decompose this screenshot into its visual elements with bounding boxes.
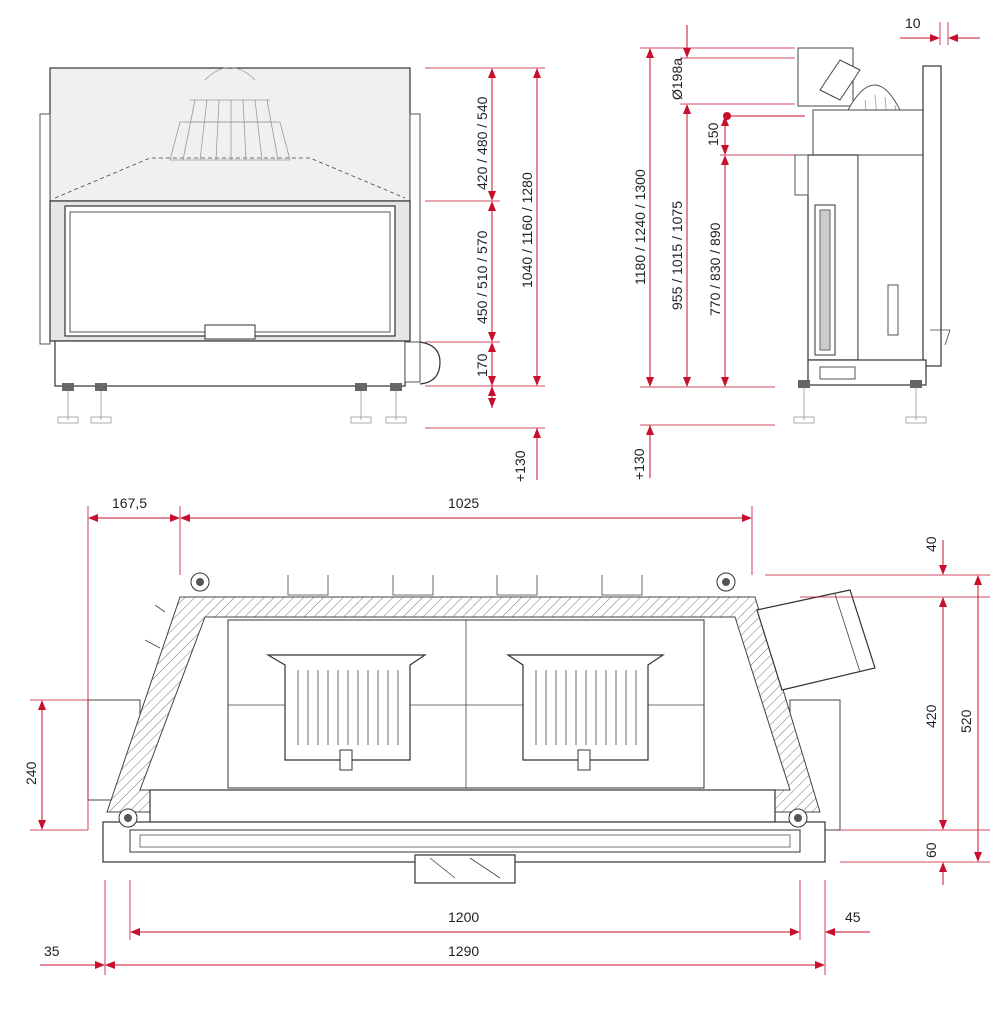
corner-bolts xyxy=(118,572,808,828)
top-brackets xyxy=(287,575,643,596)
side-body-height-label: 770 / 830 / 890 xyxy=(707,222,723,316)
side-feet-extension-label: +130 xyxy=(631,448,647,480)
side-flue-diameter-label: Ø198a xyxy=(669,58,685,100)
front-upper-height-label: 420 / 480 / 540 xyxy=(474,96,490,190)
grate-right xyxy=(506,654,665,771)
front-feet-extension-label: +130 xyxy=(512,450,528,482)
top-glass-width-label: 1200 xyxy=(448,909,479,925)
top-left-margin-label: 35 xyxy=(44,943,60,959)
side-total-height-label: 1180 / 1240 / 1300 xyxy=(632,169,648,285)
top-depth-label: 420 xyxy=(923,704,939,728)
front-feet xyxy=(57,383,407,424)
side-flue xyxy=(797,47,901,151)
front-view: 420 / 480 / 540 450 / 510 / 570 170 1040… xyxy=(39,67,545,482)
top-total-width-label: 1290 xyxy=(448,943,479,959)
side-offset-top-label: 10 xyxy=(905,15,921,31)
top-side-depth-label: 240 xyxy=(23,761,39,785)
grate-left xyxy=(265,654,427,771)
side-flue-center-height-label: 955 / 1015 / 1075 xyxy=(669,201,685,310)
top-front-margin-label: 60 xyxy=(923,842,939,858)
top-right-margin-label: 45 xyxy=(845,909,861,925)
side-step-label: 150 xyxy=(705,122,721,146)
top-inner-width-label: 1025 xyxy=(448,495,479,511)
top-margin-label: 40 xyxy=(923,536,939,552)
front-base-height-label: 170 xyxy=(474,353,490,377)
hood-fan xyxy=(169,67,291,161)
front-total-height-label: 1040 / 1160 / 1280 xyxy=(519,172,535,288)
top-view: 167,5 1025 40 420 520 60 240 1200 45 35 … xyxy=(23,495,990,975)
top-total-depth-label: 520 xyxy=(958,709,974,733)
top-left-offset-label: 167,5 xyxy=(112,495,147,511)
side-view: 10 Ø198a 1180 / 1240 / 1300 955 / 1015 /… xyxy=(631,15,980,480)
front-door-height-label: 450 / 510 / 570 xyxy=(474,230,490,324)
